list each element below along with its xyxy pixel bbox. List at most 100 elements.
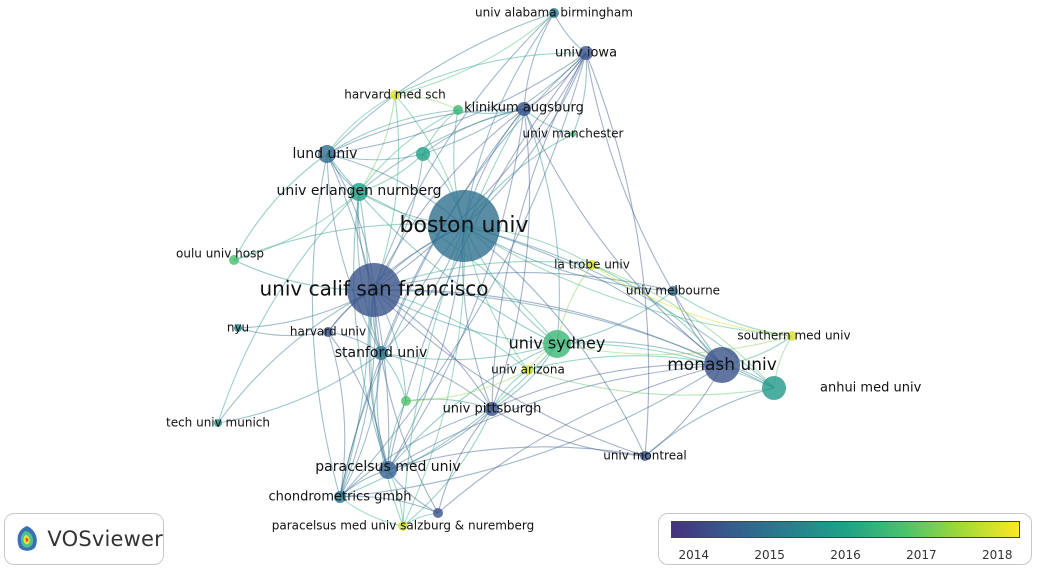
node-sydney[interactable] [543,330,571,358]
colorbar-gradient [671,521,1020,538]
link-iowa-chondro [339,52,587,498]
link-augsburg-pittsburgh [491,108,531,410]
node-melbourne[interactable] [668,286,678,296]
node-chondro[interactable] [334,491,346,503]
link-erlangen-oulu [233,191,360,261]
link-augsburg-n1 [422,108,525,155]
node-arizona[interactable] [523,365,533,375]
node-boston[interactable] [428,190,500,262]
link-anhui-latrobe [591,264,775,389]
link-ucsf-melbourne [373,272,674,292]
node-n3[interactable] [401,396,411,406]
node-n2[interactable] [453,105,463,115]
link-sydney-southern [556,335,793,355]
node-pittsburgh[interactable] [485,402,499,416]
link-augsburg-salzburg [402,108,525,527]
node-label-harvardsch: harvard med sch [344,88,445,102]
node-label-monash: monash univ [667,355,777,375]
link-lund-alabama [326,12,555,155]
link-augsburg-iowa [523,52,587,110]
year-colorbar-legend: 2014 2015 2016 2017 2018 [658,513,1032,565]
node-stanford[interactable] [374,346,388,360]
link-chondro-salzburg [339,496,404,527]
link-lund-harvardsch [326,94,396,155]
node-label-erlangen: univ erlangen nurnberg [277,183,442,199]
link-monash-augsburg [523,108,723,366]
link-pittsburgh-salzburg [402,408,493,527]
node-augsburg[interactable] [517,102,531,116]
link-monash-arizona [527,355,723,371]
link-ucsf-n4 [373,289,439,514]
link-paracelsus-pittsburgh [387,408,493,471]
node-label-techmunich: tech univ munich [166,416,270,430]
link-nyu-harvard [237,327,329,337]
node-label-lund: lund univ [293,146,358,162]
link-latrobe-southern [591,264,793,337]
node-salzburg[interactable] [398,521,408,531]
node-label-arizona: univ arizona [491,363,565,377]
node-label-southern: southern med univ [737,329,850,343]
link-harvardsch-alabama [394,12,555,96]
link-pittsburgh-n4 [437,408,493,514]
link-monash-sydney [556,341,723,366]
node-label-alabama: univ alabama birmingham [475,6,633,20]
nodes-layer [214,8,797,531]
colorbar-ticks: 2014 2015 2016 2017 2018 [659,548,1031,562]
node-ucsf[interactable] [347,263,401,317]
link-chondro-stanford [339,352,382,498]
node-lund[interactable] [318,145,336,163]
node-harvard[interactable] [323,327,333,337]
link-boston-montreal [463,225,646,457]
node-label-pittsburgh: univ pittsburgh [443,402,542,417]
link-erlangen-augsburg [358,108,525,193]
node-label-montreal: univ montreal [603,449,687,463]
link-lund-chondro [311,153,341,498]
link-erlangen-techmunich [217,191,360,424]
node-manchester[interactable] [570,131,576,137]
node-nyu[interactable] [234,324,242,332]
link-lund-iowa [326,52,587,155]
link-monash-pittsburgh [491,363,723,410]
link-sydney-anhui [556,343,775,389]
node-label-chondro: chondrometrics gmbh [268,490,411,505]
link-chondro-pittsburgh [339,408,493,498]
node-techmunich[interactable] [214,419,222,427]
node-monash[interactable] [704,347,740,383]
colorbar-tick: 2016 [830,548,861,562]
logo-text: VOSviewer [47,527,163,551]
link-sydney-paracelsus [387,343,558,471]
node-paracelsus[interactable] [379,461,397,479]
node-harvardsch[interactable] [390,90,400,100]
node-n1[interactable] [416,147,430,161]
node-label-sydney: univ sydney [509,334,606,353]
link-sydney-chondro [339,343,558,498]
link-arizona-n3 [405,369,529,402]
link-manchester-iowa [572,52,588,135]
node-label-anhui: anhui med univ [820,381,922,396]
link-harvardsch-n2 [394,94,459,111]
node-erlangen[interactable] [350,183,368,201]
link-melbourne-southern [672,290,793,337]
link-iowa-pittsburgh [491,52,587,410]
node-n4[interactable] [433,508,443,518]
link-monash-paracelsus [387,364,723,471]
node-southern[interactable] [787,331,797,341]
node-alabama[interactable] [549,8,559,18]
link-lund-stanford [326,153,382,354]
link-erlangen-paracelsus [353,191,389,471]
link-augsburg-paracelsus [387,108,525,471]
link-boston-monash [463,225,723,366]
link-ucsf-salzburg [370,289,404,527]
links-layer [217,12,793,527]
node-anhui[interactable] [762,376,786,400]
node-label-melbourne: univ melbourne [626,284,720,298]
link-sydney-stanford [380,343,558,361]
link-sydney-melbourne [556,290,674,345]
link-ucsf-montreal [373,289,646,457]
node-label-nyu: nyu [227,321,249,335]
node-montreal[interactable] [640,451,650,461]
node-latrobe[interactable] [587,260,597,270]
node-oulu[interactable] [229,255,239,265]
node-iowa[interactable] [579,46,593,60]
link-anhui-arizona [527,369,775,396]
